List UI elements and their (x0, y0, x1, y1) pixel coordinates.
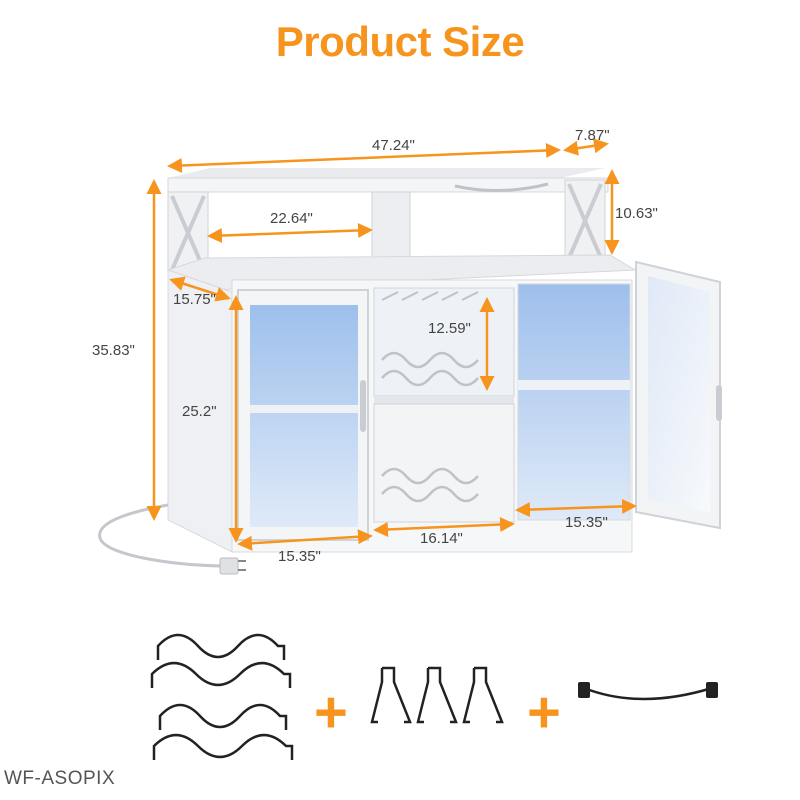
page-title: Product Size (275, 18, 525, 65)
dim-shelf-width: 22.64" (270, 210, 313, 227)
left-door (237, 289, 369, 541)
dim-depth: 15.75" (173, 291, 216, 308)
glass-holder-accessory (370, 666, 504, 724)
plus-sign-2: + (527, 680, 561, 745)
power-cord (98, 503, 223, 568)
dim-right-width: 15.35" (565, 514, 608, 531)
dim-wine-height: 12.59" (428, 320, 471, 337)
dimension-lines (146, 138, 637, 551)
watermark: WF-ASOPIX (4, 768, 116, 789)
dim-middle-width: 16.14" (420, 530, 463, 547)
plus-sign-1: + (314, 680, 348, 745)
dim-cabinet-height: 25.2" (182, 403, 217, 420)
wine-section (373, 287, 515, 523)
dim-hutch-height: 10.63" (615, 205, 658, 222)
dim-total-height: 35.83" (92, 342, 135, 359)
dim-left-width: 15.35" (278, 548, 321, 565)
handle-bar-accessory (578, 682, 718, 701)
right-compartment (517, 283, 631, 521)
dim-width: 47.24" (372, 137, 415, 154)
right-door (635, 260, 722, 530)
dim-top-depth: 7.87" (575, 127, 610, 144)
wine-rack-accessory (150, 633, 294, 760)
